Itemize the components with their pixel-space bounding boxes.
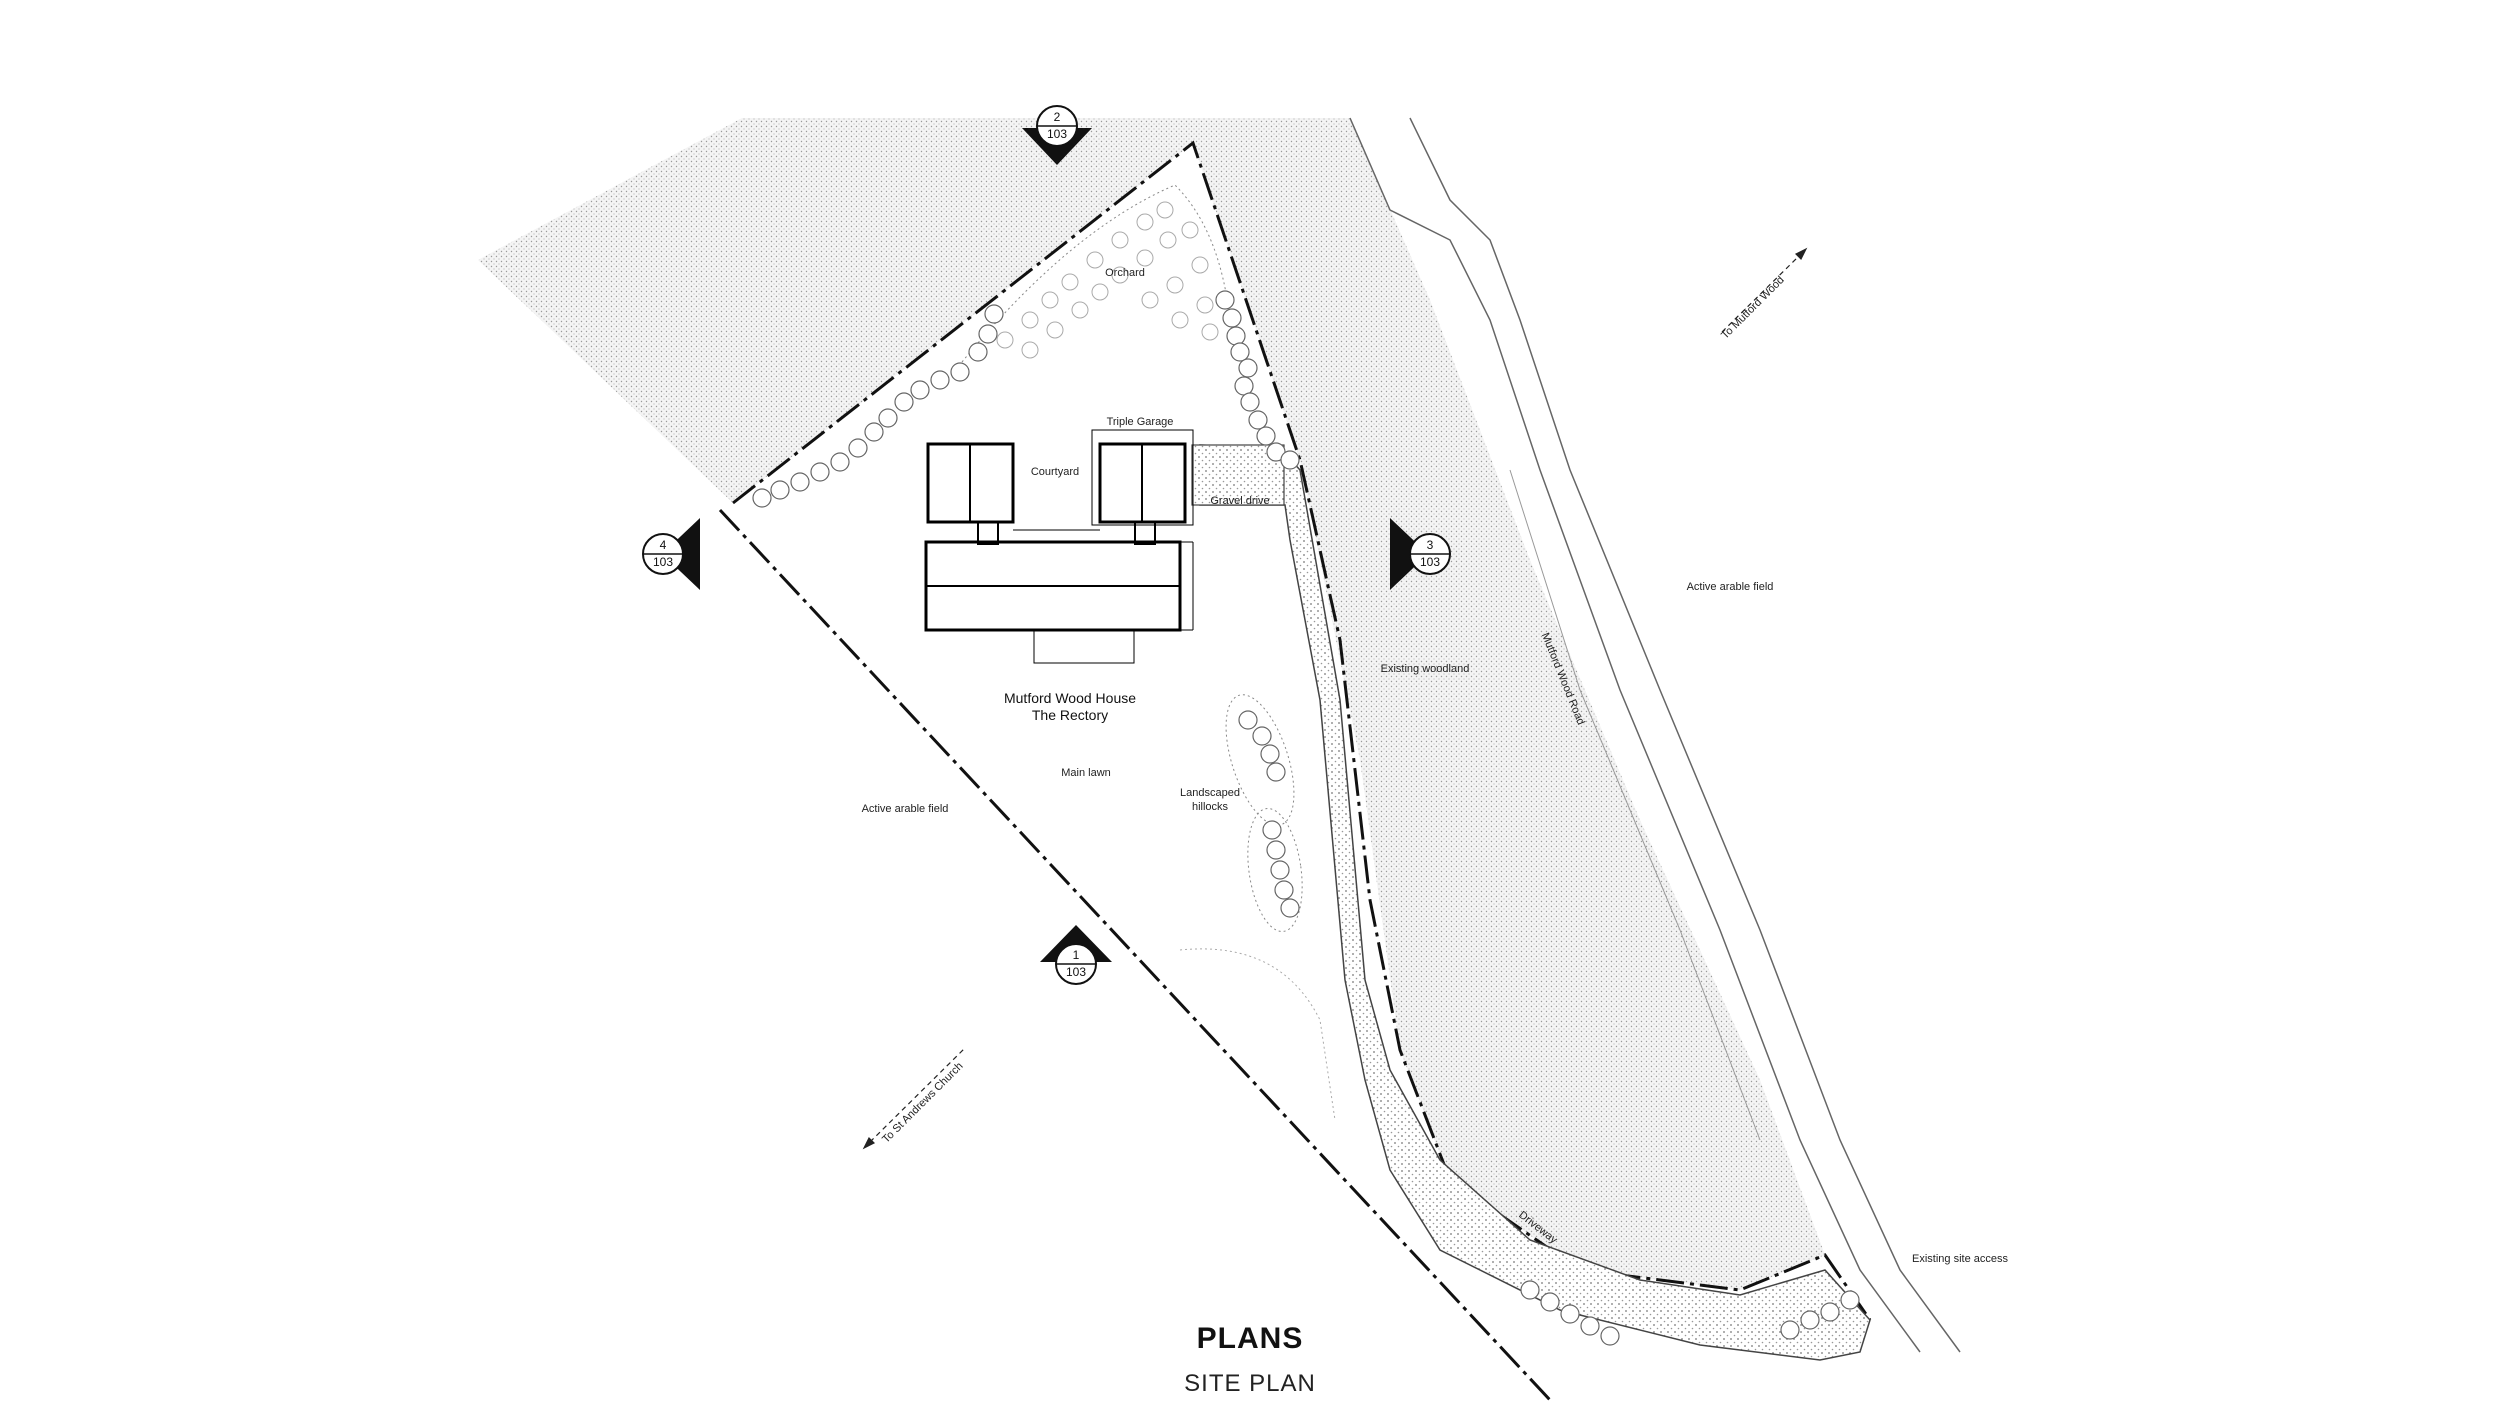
hillocks-label: hillocks	[1192, 801, 1229, 813]
section-marker-number: 4	[660, 538, 667, 552]
to-st-andrews-label: To St Andrews Church	[880, 1060, 965, 1145]
main-lawn-label: Main lawn	[1061, 767, 1111, 779]
gravel-drive-label: Gravel drive	[1210, 495, 1269, 507]
road-edge	[1409, 117, 1961, 1353]
page-subtitle: SITE PLAN	[1184, 1370, 1316, 1397]
section-marker-number: 2	[1054, 110, 1061, 124]
house-subname-label: The Rectory	[1032, 707, 1108, 723]
section-marker-sheet: 103	[1047, 127, 1067, 141]
section-marker-1: 1 103	[1040, 925, 1112, 985]
to-mutford-wood-label: To Mutford Wood	[1719, 274, 1787, 342]
road-edge	[1349, 117, 1921, 1353]
arable-field-west-label: Active arable field	[862, 803, 949, 815]
lawn-edge	[1179, 948, 1336, 1121]
orchard-label: Orchard	[1105, 267, 1145, 279]
orchard-trees	[996, 201, 1219, 359]
section-marker-sheet: 103	[653, 555, 673, 569]
section-marker-4: 4 103	[642, 518, 700, 590]
section-marker-sheet: 103	[1420, 555, 1440, 569]
northwest-field	[478, 118, 1350, 503]
section-marker-number: 1	[1073, 948, 1080, 962]
section-marker-2: 2 103	[1022, 105, 1092, 165]
orchard-boundary	[961, 184, 1231, 363]
woodland-area	[1193, 118, 1825, 1290]
arrow-to-st-andrews	[862, 1047, 966, 1150]
driveway	[1199, 444, 1871, 1361]
house-name-label: Mutford Wood House	[1004, 690, 1136, 706]
triple-garage-label: Triple Garage	[1107, 416, 1174, 428]
road-verge	[1509, 469, 1761, 1141]
section-marker-3: 3 103	[1390, 518, 1451, 590]
arrow-to-mutford-wood	[1721, 247, 1808, 333]
hillock	[1225, 694, 1295, 826]
house-footprint	[924, 429, 1194, 664]
courtyard-label: Courtyard	[1031, 466, 1079, 478]
boundary-trees	[752, 290, 1300, 508]
woodland-label: Existing woodland	[1381, 663, 1470, 675]
arable-field-east-label: Active arable field	[1687, 581, 1774, 593]
site-boundary	[732, 140, 1872, 1321]
section-marker-sheet: 103	[1066, 965, 1086, 979]
page-title: PLANS	[1196, 1322, 1304, 1355]
section-marker-number: 3	[1427, 538, 1434, 552]
site-boundary-west	[718, 508, 1552, 1402]
driveway-trees	[1520, 1280, 1860, 1346]
hillocks-label: Landscaped	[1180, 787, 1240, 799]
site-access-label: Existing site access	[1912, 1253, 2008, 1265]
hillock-trees	[1238, 710, 1300, 918]
